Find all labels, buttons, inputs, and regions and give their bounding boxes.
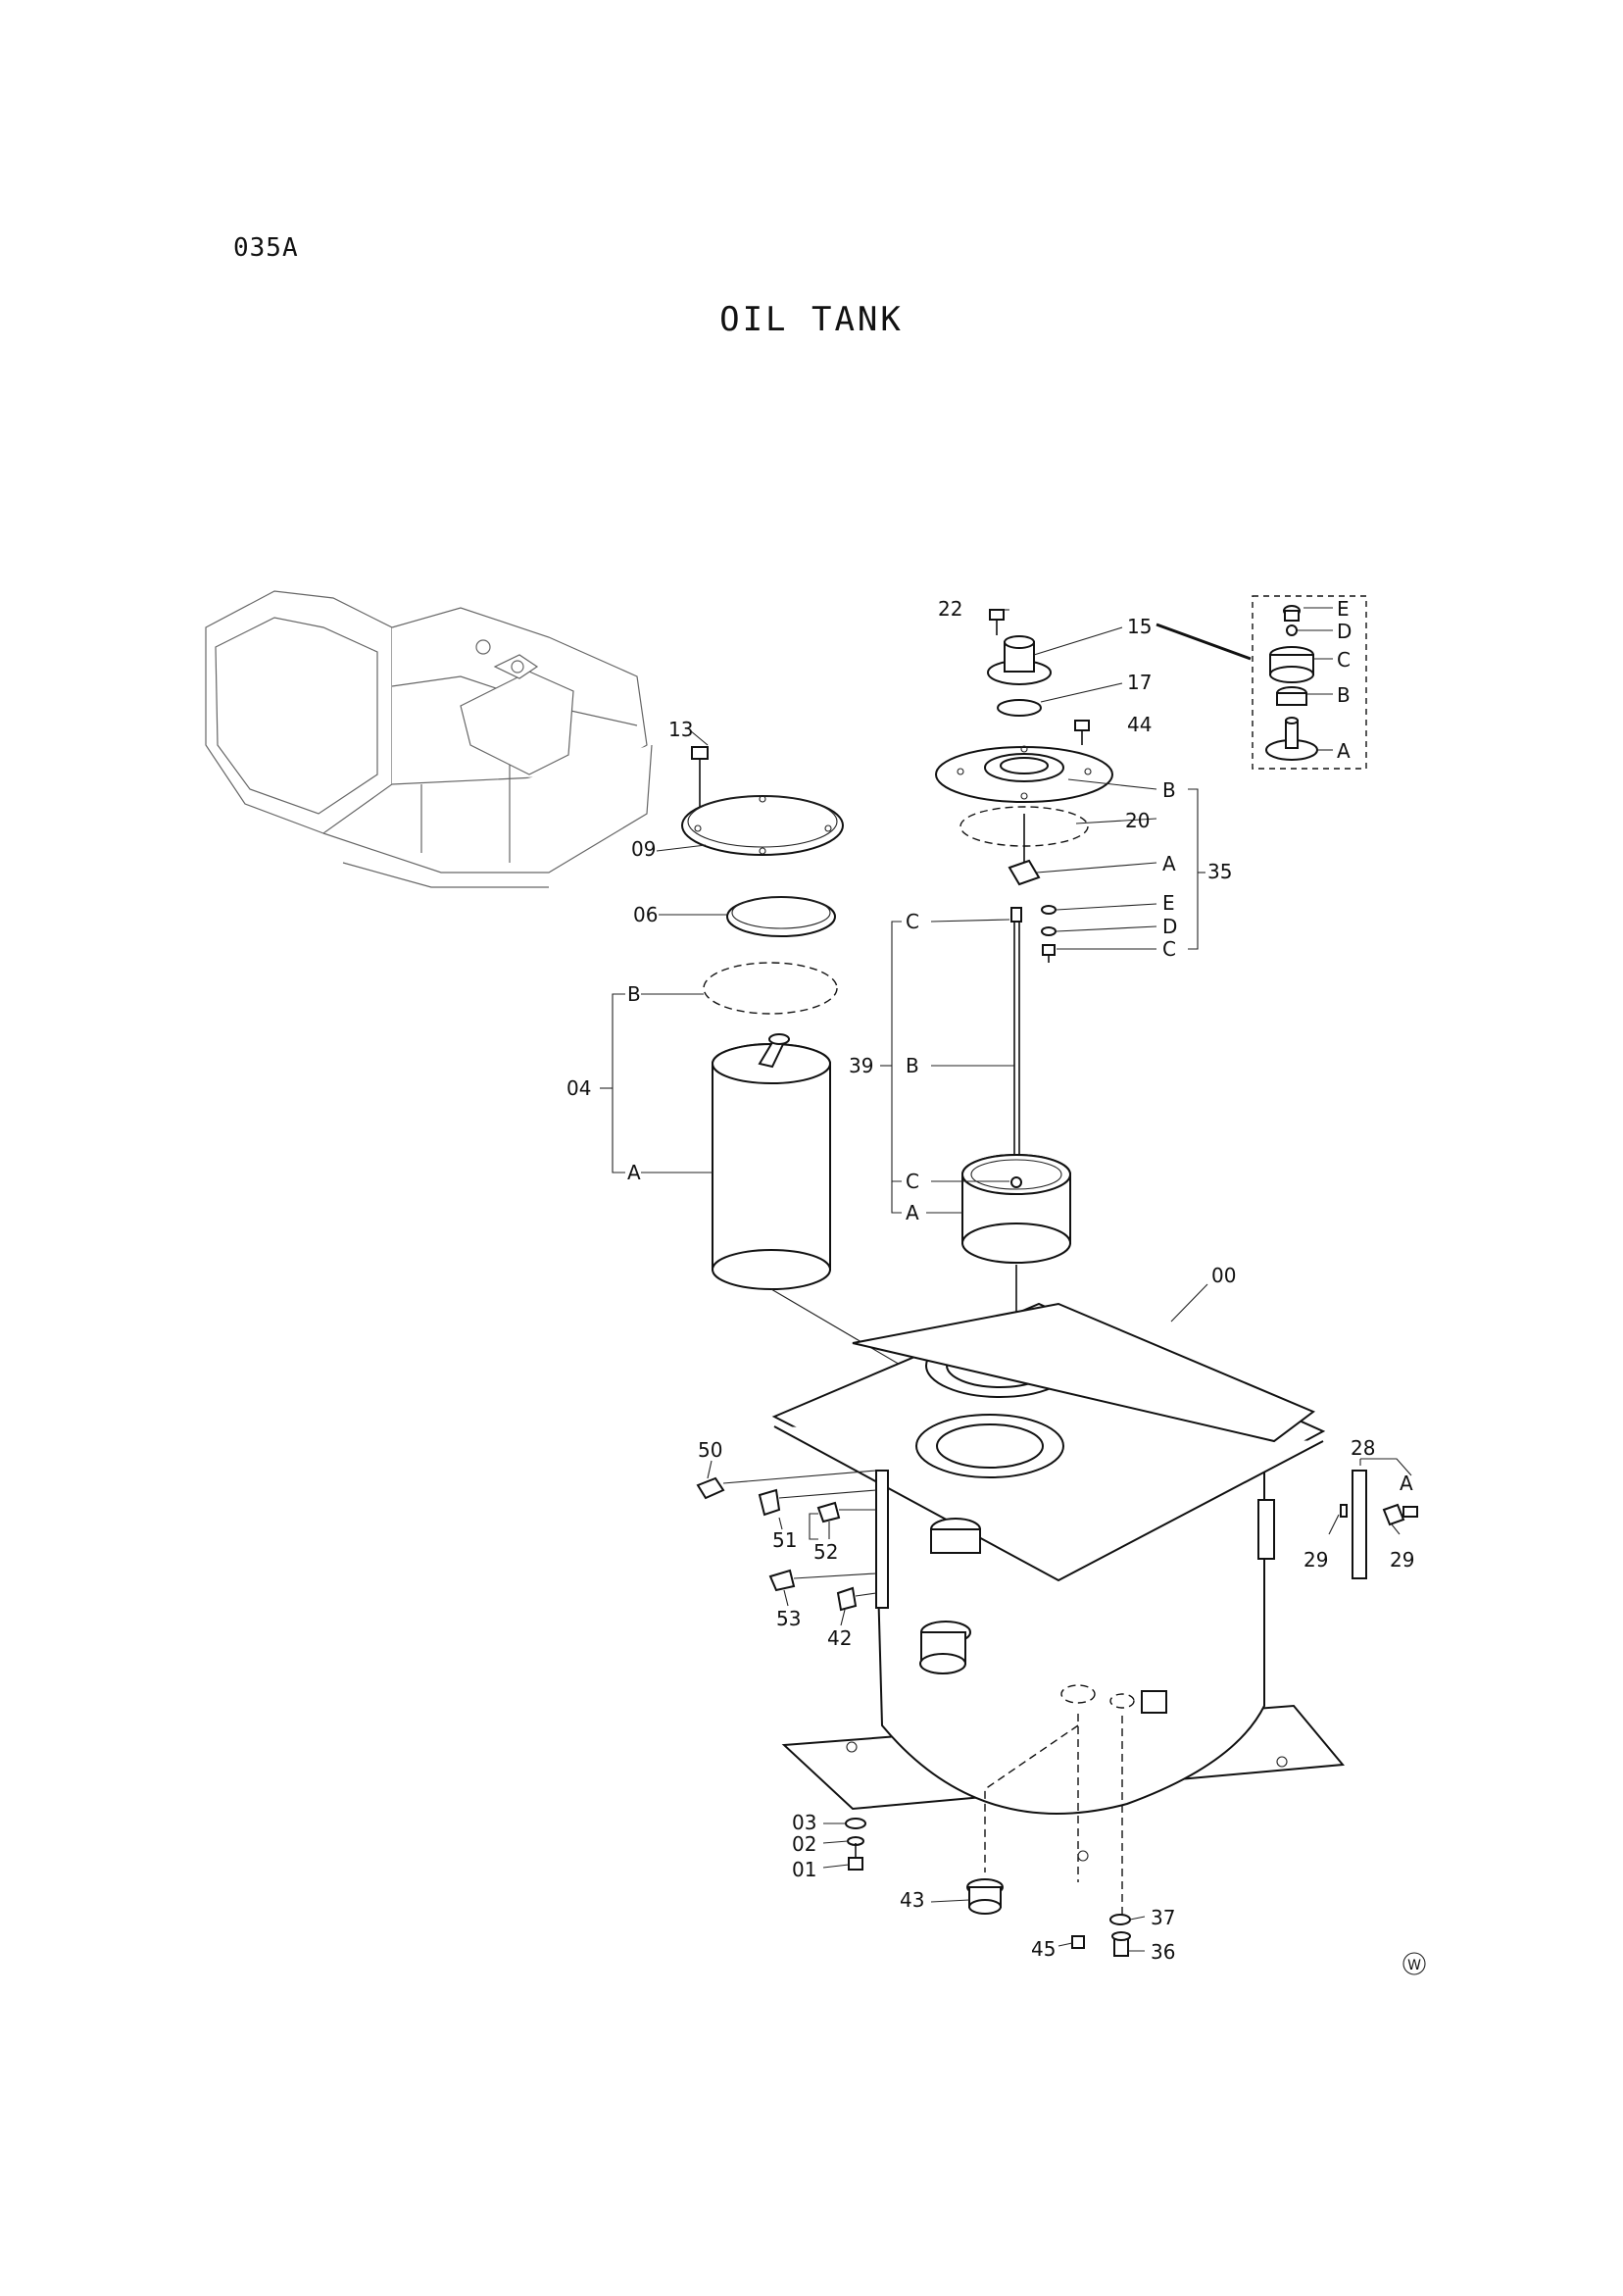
callout-35: 35 — [1207, 860, 1232, 883]
detail-inset-15: E D C B A — [1156, 595, 1367, 770]
callout-35-e: E — [1162, 891, 1175, 915]
callout-02: 02 — [792, 1832, 816, 1856]
callout-43: 43 — [900, 1888, 924, 1912]
excavator-locator-illustration — [205, 590, 653, 888]
breather-assembly — [987, 609, 1123, 717]
callout-50: 50 — [698, 1438, 722, 1462]
callout-53: 53 — [776, 1607, 801, 1630]
callout-00: 00 — [1211, 1264, 1236, 1287]
inset-label-d: D — [1337, 620, 1352, 643]
callout-06: 06 — [633, 903, 658, 926]
level-gauge-28 — [1328, 1458, 1418, 1579]
callout-35-b: B — [1162, 778, 1176, 802]
callout-28-a: A — [1400, 1472, 1413, 1495]
callout-01: 01 — [792, 1858, 816, 1881]
page-title: OIL TANK — [719, 300, 904, 339]
callout-51: 51 — [772, 1528, 797, 1552]
callout-52: 52 — [813, 1540, 838, 1564]
callout-09: 09 — [631, 837, 656, 861]
tank-cover-assembly — [935, 720, 1205, 963]
oil-tank-body — [771, 1283, 1345, 1922]
suction-strainer-39 — [880, 907, 1071, 1392]
callout-39-b: B — [906, 1054, 919, 1077]
callout-04-b: B — [627, 982, 641, 1006]
callout-39: 39 — [849, 1054, 873, 1077]
callout-39-c-bottom: C — [906, 1170, 919, 1193]
callout-39-c-top: C — [906, 910, 919, 933]
page-code: 035A — [233, 233, 299, 263]
fittings-group — [696, 1460, 877, 1626]
drain-and-mount-hardware — [822, 1818, 1146, 1957]
callout-42: 42 — [827, 1626, 852, 1650]
callout-15: 15 — [1127, 615, 1152, 638]
inset-label-a: A — [1337, 739, 1351, 763]
callout-39-a: A — [906, 1201, 919, 1224]
callout-35-c: C — [1162, 937, 1176, 961]
callout-17: 17 — [1127, 671, 1152, 694]
callout-35-a: A — [1162, 852, 1176, 875]
inset-label-e: E — [1337, 597, 1350, 621]
callout-20: 20 — [1125, 809, 1150, 832]
callout-44: 44 — [1127, 713, 1152, 736]
w-mark-letter: W — [1407, 1958, 1421, 1973]
w-mark-icon: W — [1402, 1952, 1426, 1975]
callout-03: 03 — [792, 1811, 816, 1834]
callout-28: 28 — [1351, 1436, 1375, 1460]
inset-label-b: B — [1337, 683, 1351, 707]
callout-22: 22 — [938, 597, 962, 621]
callout-45: 45 — [1031, 1937, 1056, 1961]
callout-13: 13 — [668, 718, 693, 741]
callout-37: 37 — [1151, 1906, 1175, 1929]
filter-assembly — [600, 729, 981, 1413]
callout-36: 36 — [1151, 1940, 1175, 1964]
callout-04: 04 — [566, 1076, 591, 1100]
callout-29-right: 29 — [1390, 1548, 1414, 1572]
inset-label-c: C — [1337, 648, 1351, 672]
callout-04-a: A — [627, 1161, 641, 1184]
callout-29-left: 29 — [1303, 1548, 1328, 1572]
callout-35-d: D — [1162, 915, 1177, 938]
